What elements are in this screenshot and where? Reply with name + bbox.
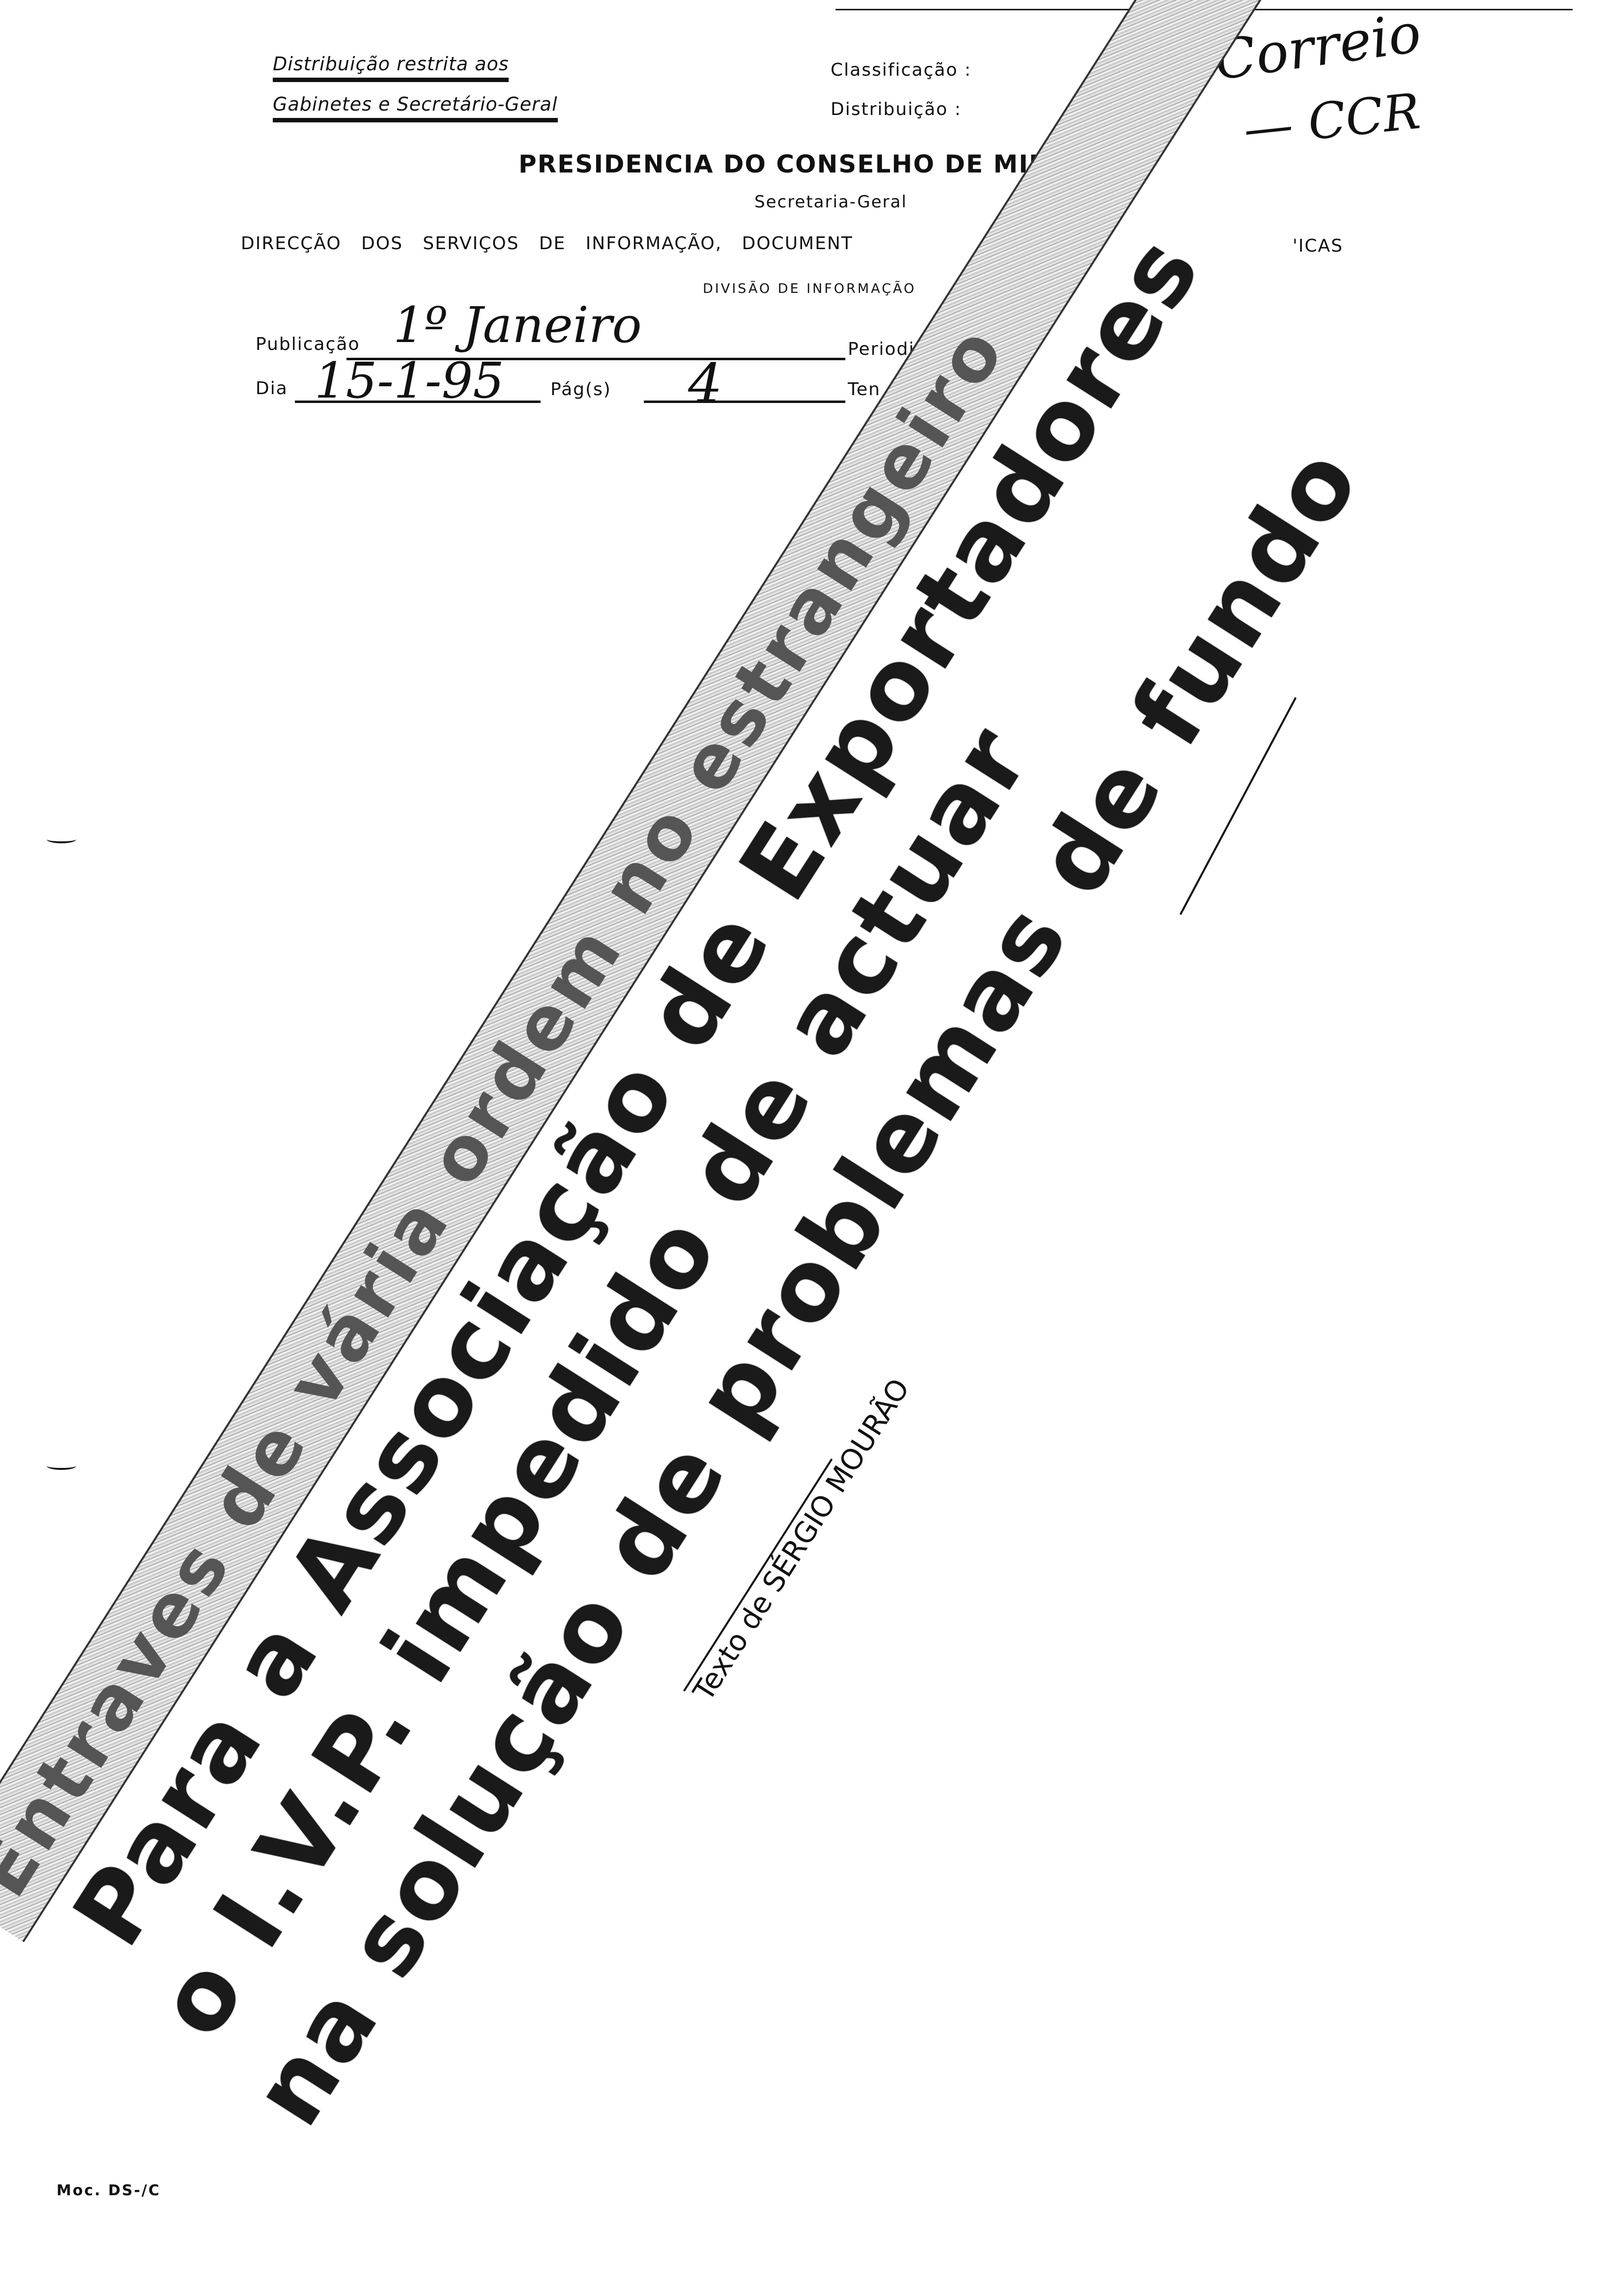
restricted-distribution-line1: Distribuição restrita aos: [273, 53, 509, 82]
handwritten-annotation-ccr: — CCR: [1240, 82, 1423, 158]
direccao-line: DIRECÇÃO DOS SERVIÇOS DE INFORMAÇÃO, DOC…: [241, 233, 853, 254]
headline-line-1: Para a Associação de Exportadores: [52, 216, 1223, 1965]
page-title: PRESIDENCIA DO CONSELHO DE MIN': [518, 150, 1059, 178]
margin-mark: [47, 835, 76, 843]
form-code: Moc. DS-/C: [57, 2182, 161, 2199]
publicacao-line: [346, 358, 845, 360]
periodicidade-label: Periodi: [848, 339, 915, 359]
divisao-label: DIVISÃO DE INFORMAÇÃO: [703, 281, 917, 296]
tendencia-label: Ten: [848, 379, 881, 400]
publicacao-value: 1º Janeiro: [393, 296, 642, 354]
direccao-tail: 'ICAS: [1293, 236, 1344, 256]
dia-line: [295, 401, 541, 403]
distribuicao-label: Distribuição :: [831, 99, 962, 119]
restricted-distribution-line2: Gabinetes e Secretário-Geral: [273, 93, 558, 122]
classificacao-label: Classificação :: [831, 60, 972, 80]
subtitle: Secretaria-Geral: [754, 192, 907, 212]
margin-mark: [47, 1462, 76, 1470]
paginas-value: 4: [688, 352, 722, 415]
dia-label: Dia: [256, 378, 288, 399]
dia-value: 15-1-95: [315, 352, 504, 409]
publicacao-label: Publicação: [256, 334, 360, 354]
paginas-label: Pág(s): [550, 379, 611, 400]
paginas-line: [644, 401, 845, 403]
